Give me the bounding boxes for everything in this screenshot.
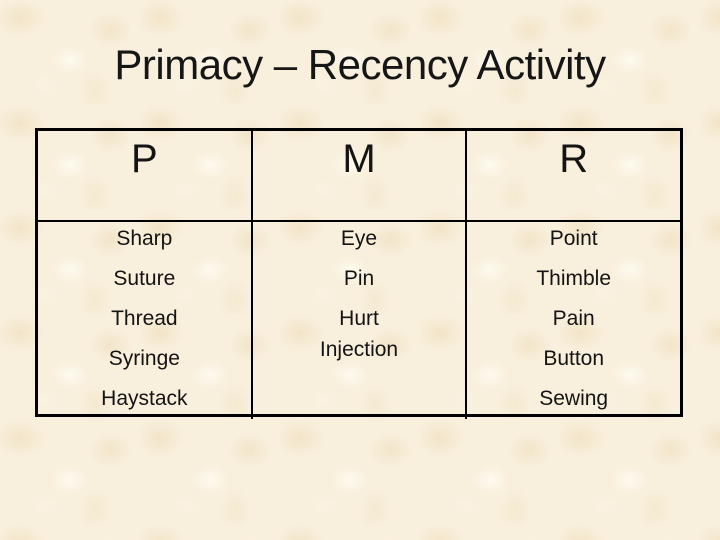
word-item: Point — [549, 227, 598, 250]
word-item: Suture — [113, 267, 176, 290]
word-stack-m: Eye Pin Hurt Injection — [320, 219, 398, 370]
word-item: Sharp — [116, 227, 173, 250]
word-item: Haystack — [101, 387, 188, 410]
slide-title: Primacy – Recency Activity — [114, 41, 606, 88]
word-item: Sewing — [539, 387, 609, 410]
header-cell-r: R — [465, 131, 680, 220]
word-item: Thimble — [536, 267, 612, 290]
body-cell-p: Sharp Suture Thread Syringe Haystack — [38, 222, 251, 419]
header-cell-m: M — [250, 131, 466, 220]
word-item: Injection — [319, 338, 399, 361]
primacy-recency-table: P M R Sharp Suture Thread Syringe Haysta… — [35, 128, 683, 419]
word-item: Thread — [111, 307, 178, 330]
body-cell-m: Eye Pin Hurt Injection — [250, 219, 466, 419]
word-item: Pin — [343, 267, 375, 290]
body-cell-r: Point Thimble Pain Button Sewing — [465, 222, 680, 419]
table-body-row: Sharp Suture Thread Syringe Haystack Eye… — [38, 222, 680, 419]
word-stack-p: Sharp Suture Thread Syringe Haystack — [101, 219, 187, 419]
word-item: Button — [543, 347, 605, 370]
header-cell-p: P — [130, 137, 158, 181]
word-item: Eye — [340, 227, 378, 250]
word-item: Syringe — [108, 347, 180, 370]
word-item: Hurt — [339, 307, 379, 330]
table-header-row: P M R — [38, 131, 680, 222]
word-stack-r: Point Thimble Pain Button Sewing — [536, 219, 611, 419]
word-item: Pain — [552, 307, 595, 330]
